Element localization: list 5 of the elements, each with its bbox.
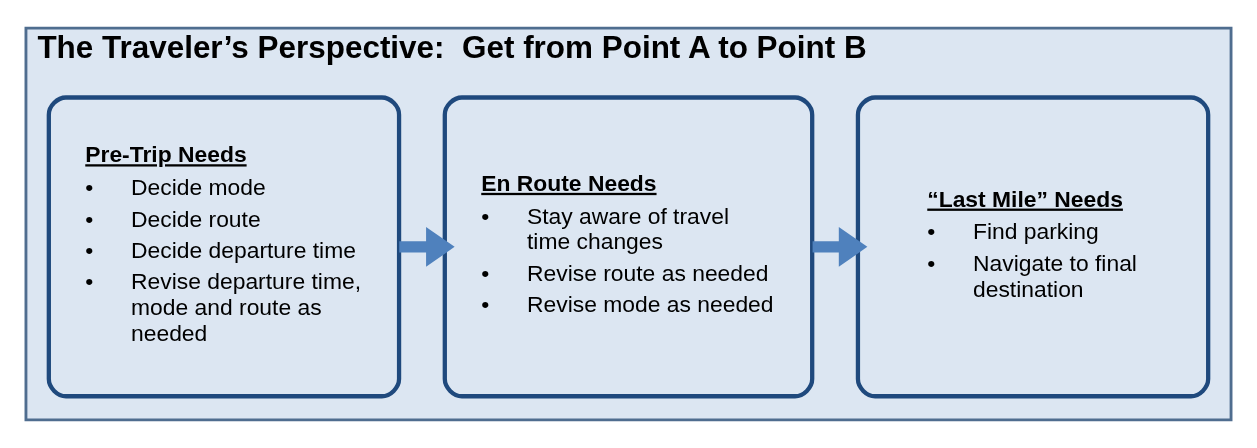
node-box: Pre-Trip Needs • Decide mode • Decide route • Decide departure time • Revise departure time, mode and route as needed: [46, 95, 402, 399]
node-box: “Last Mile” Needs • Find parking • Navigate to final destination: [855, 95, 1211, 399]
arrow: [399, 226, 455, 267]
node-box: En Route Needs • Stay aware of travel time changes • Revise route as needed • Revise mode as needed: [442, 95, 815, 399]
arrow: [812, 226, 868, 267]
